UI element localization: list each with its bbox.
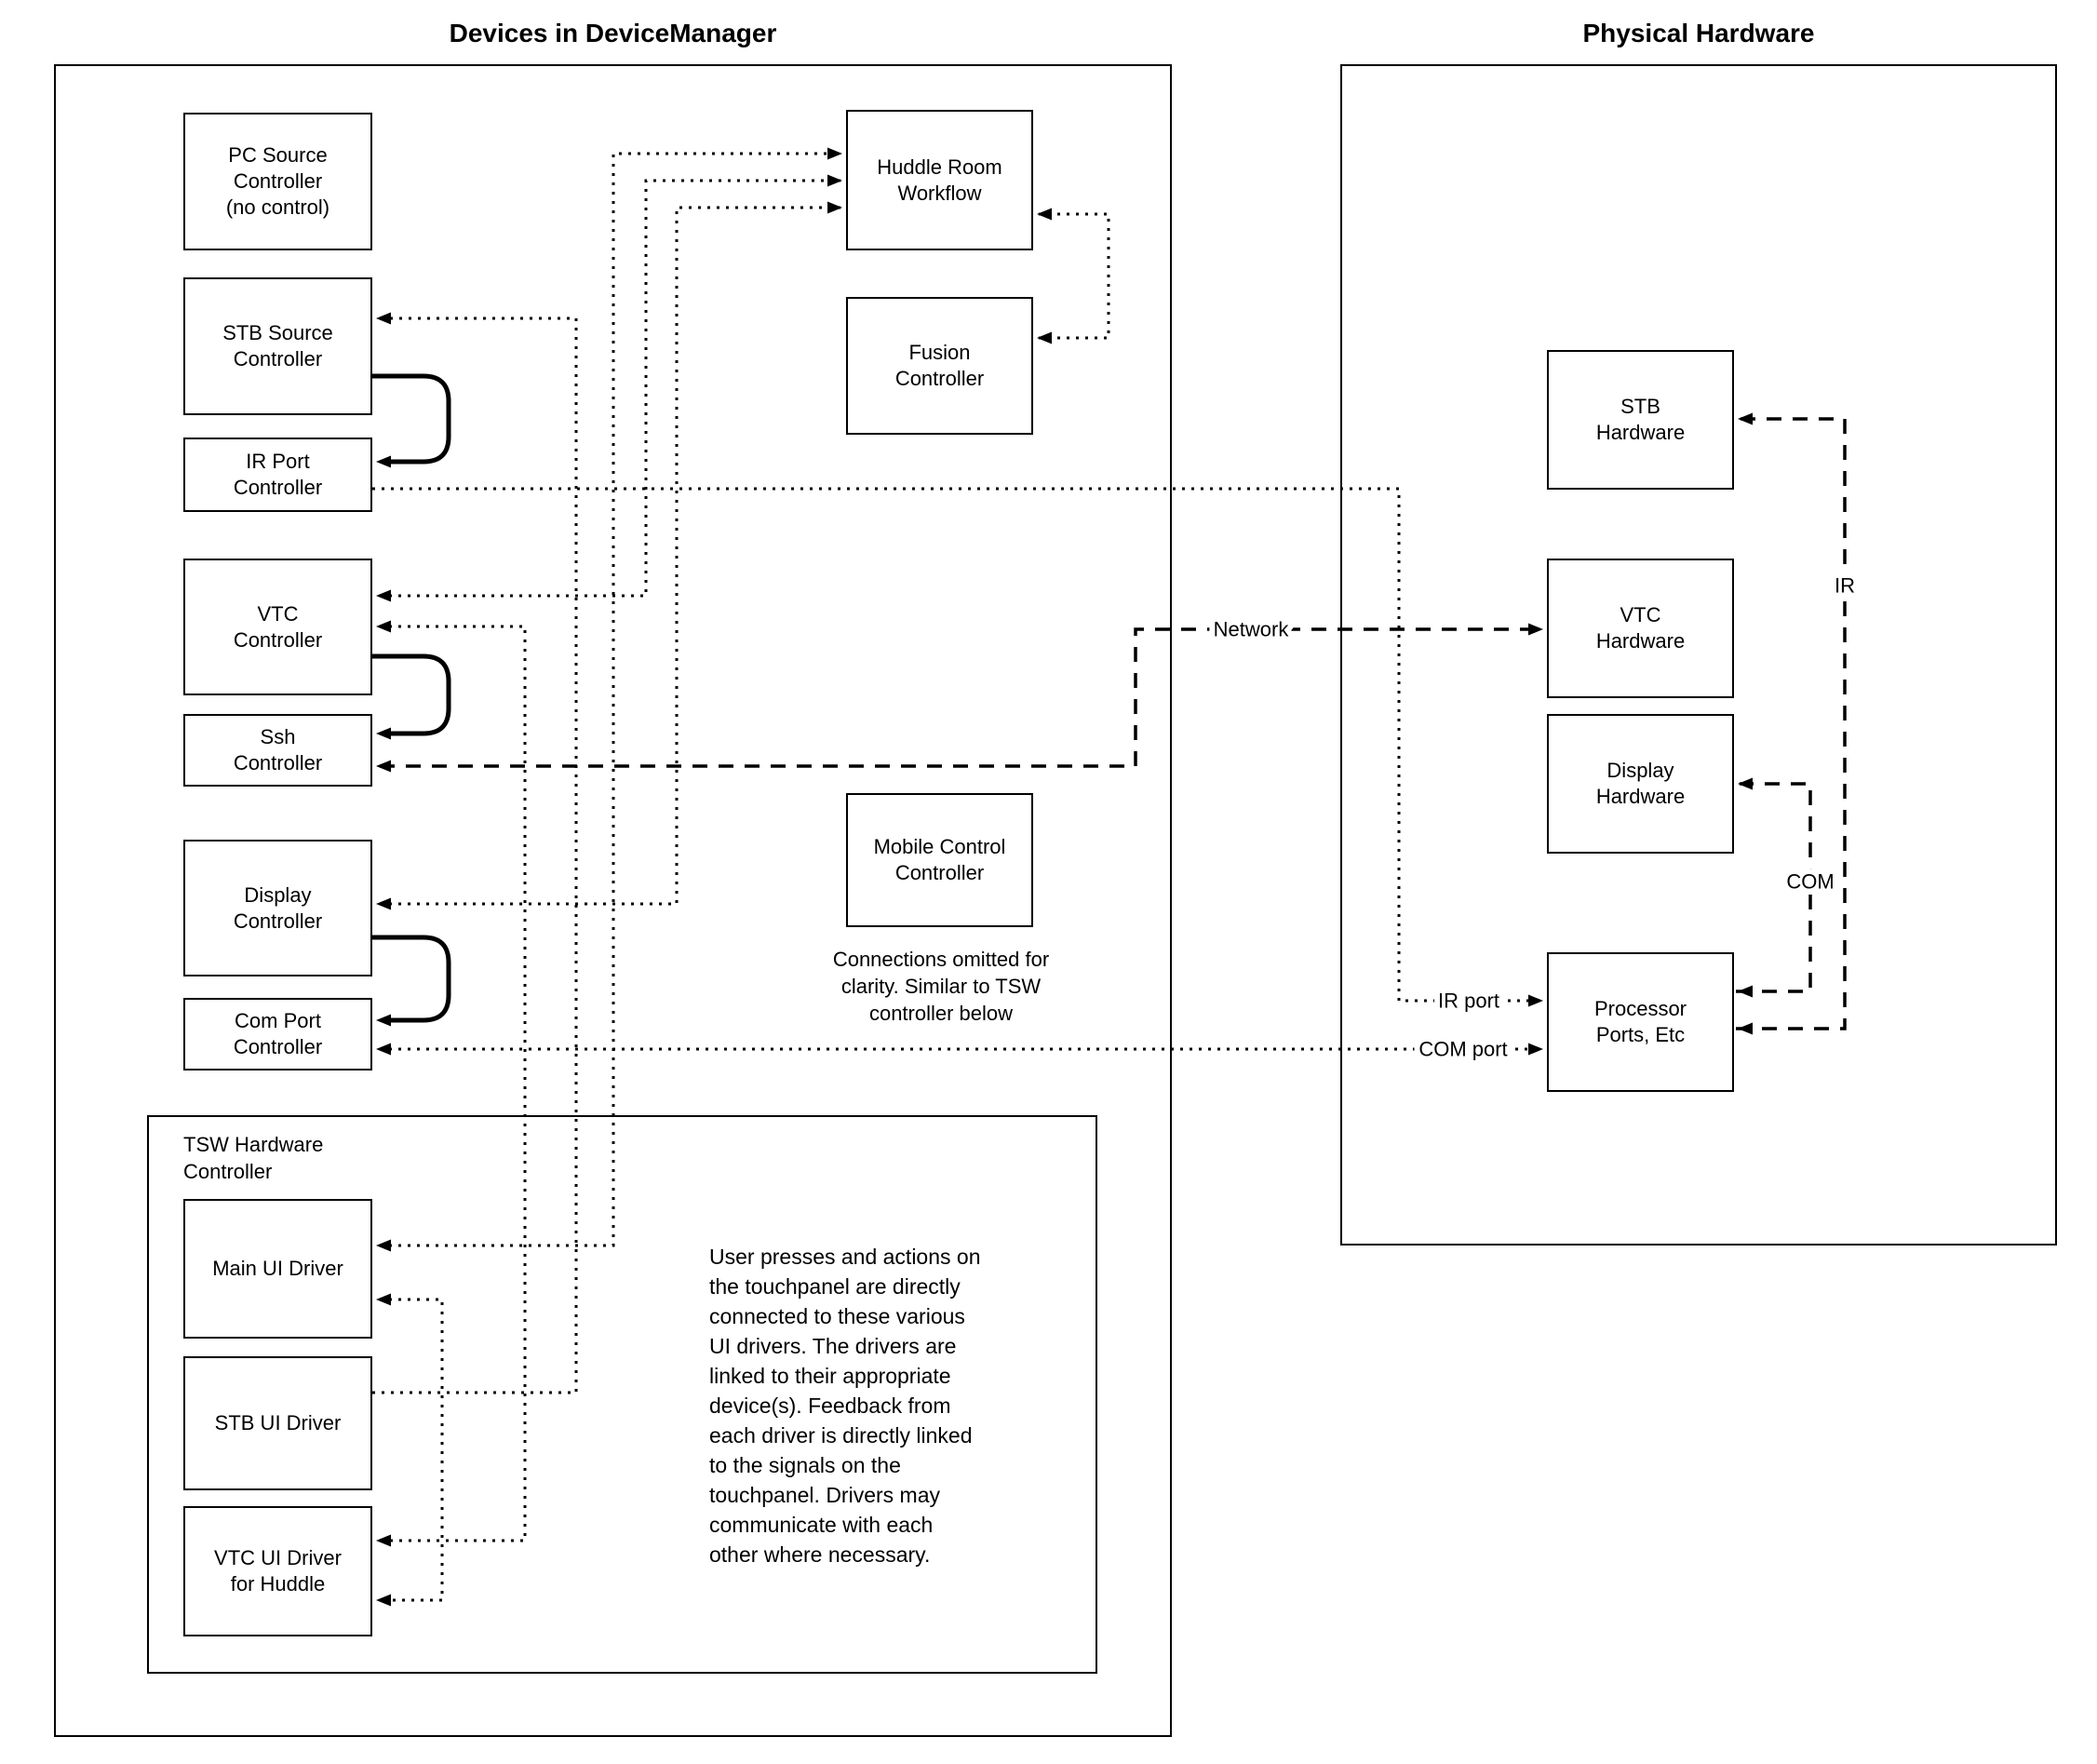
node-processor-ports: Processor Ports, Etc (1547, 952, 1734, 1092)
connections-omitted-note: Connections omitted for clarity. Similar… (832, 948, 1050, 1025)
edge-display-controller-to-huddle-room-workflow (380, 206, 840, 906)
tsw-description-text: User presses and actions on the touchpan… (709, 1245, 981, 1567)
network-edge-label: Network (1214, 618, 1290, 641)
node-display-hardware: Display Hardware (1547, 714, 1734, 854)
ir-port-edge-label: IR port (1438, 990, 1499, 1013)
arrowhead (1037, 208, 1052, 221)
arrowhead (1738, 777, 1753, 790)
arrowhead (376, 620, 391, 633)
edge-labels: Network IR COM IR port COM port (1208, 569, 1861, 1067)
edge-vtc-controller-to-huddle-room-workflow (380, 179, 840, 598)
edge-huddle-room-workflow-to-fusion-controller (1039, 212, 1110, 340)
node-pc-source-controller: PC Source Controller (no control) (183, 113, 372, 250)
arrowhead (1528, 623, 1543, 636)
arrowhead (376, 727, 391, 740)
node-mobile-control-controller: Mobile Control Controller (846, 793, 1033, 927)
edge-display-controller-to-com-port (372, 935, 451, 1023)
tsw-hardware-controller-panel (147, 1115, 1097, 1674)
arrowhead (376, 1014, 391, 1027)
node-ssh-controller: Ssh Controller (183, 714, 372, 787)
edge-vtc-ui-driver-to-vtc-controller (380, 625, 527, 1542)
arrowhead (827, 174, 842, 187)
arrowhead (1528, 994, 1543, 1007)
edge-processor-to-stb-hardware-ir (1736, 417, 1847, 1030)
com-edge-label: COM (1786, 870, 1834, 894)
arrowhead (376, 1293, 391, 1306)
com-port-edge-label: COM port (1418, 1038, 1507, 1061)
arrowhead (376, 897, 391, 910)
node-main-ui-driver: Main UI Driver (183, 1199, 372, 1339)
edge-vtc-controller-to-ssh-controller (372, 653, 451, 736)
node-ir-port-controller: IR Port Controller (183, 438, 372, 512)
node-huddle-room-workflow: Huddle Room Workflow (846, 110, 1033, 250)
edge-ssh-controller-to-vtc-hardware-network (380, 627, 1541, 768)
arrowhead (827, 147, 842, 160)
devices-panel (54, 64, 1172, 1737)
edge-ir-port-controller-to-processor (372, 487, 1541, 1003)
devices-panel-title: Devices in DeviceManager (449, 19, 777, 47)
node-stb-ui-driver: STB UI Driver (183, 1356, 372, 1490)
arrowhead (376, 1594, 391, 1607)
arrowhead (1528, 1043, 1543, 1056)
arrowhead (1037, 331, 1052, 344)
edge-stb-ui-driver-to-stb-source-controller (372, 316, 578, 1394)
arrowhead (1738, 1022, 1753, 1035)
arrowhead (376, 1534, 391, 1547)
node-vtc-hardware: VTC Hardware (1547, 559, 1734, 698)
arrowhead (376, 1043, 391, 1056)
node-display-controller: Display Controller (183, 840, 372, 976)
arrowhead (376, 760, 391, 773)
arrowhead (376, 1239, 391, 1252)
arrowhead (827, 201, 842, 214)
tsw-panel-label: TSW Hardware Controller (183, 1133, 324, 1183)
edge-stb-source-to-ir-port (372, 373, 451, 465)
edge-processor-to-display-hardware-com (1736, 782, 1812, 993)
physical-hardware-panel-title: Physical Hardware (1582, 19, 1815, 47)
node-fusion-controller: Fusion Controller (846, 297, 1033, 435)
arrowhead (376, 455, 391, 468)
node-stb-hardware: STB Hardware (1547, 350, 1734, 490)
node-com-port-controller: Com Port Controller (183, 998, 372, 1071)
edge-main-ui-driver-to-vtc-ui-driver (380, 1298, 444, 1602)
arrowhead (1738, 985, 1753, 998)
arrowhead (1738, 412, 1753, 425)
physical-hardware-panel (1340, 64, 2057, 1246)
node-vtc-ui-driver: VTC UI Driver for Huddle (183, 1506, 372, 1636)
node-stb-source-controller: STB Source Controller (183, 277, 372, 415)
ir-edge-label: IR (1835, 574, 1855, 598)
arrowhead (376, 589, 391, 602)
arrowhead (376, 312, 391, 325)
node-vtc-controller: VTC Controller (183, 559, 372, 695)
